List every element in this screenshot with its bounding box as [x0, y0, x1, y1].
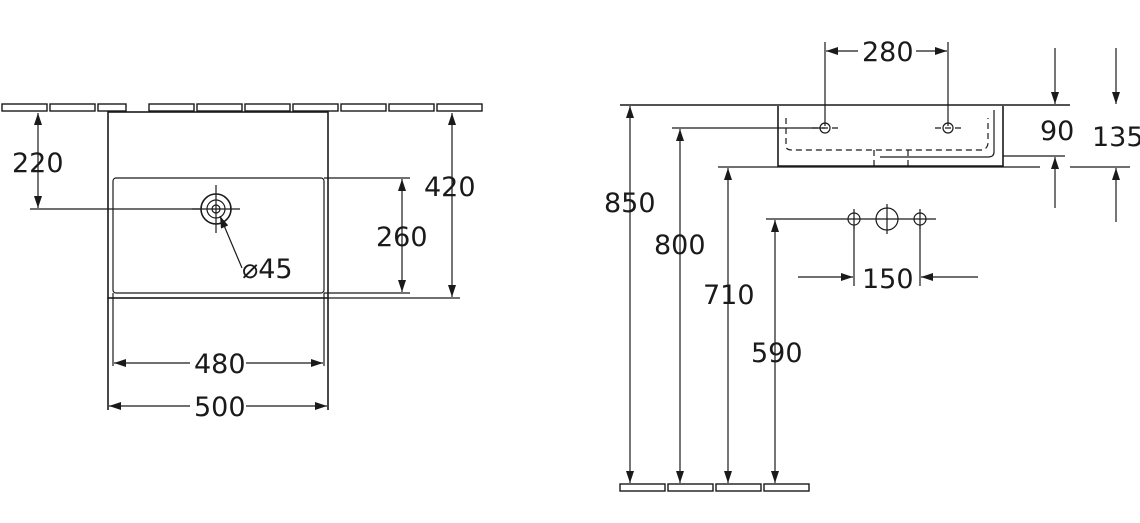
- wall-tiles-top: [1, 103, 483, 112]
- dim-800-label: 800: [654, 230, 706, 261]
- top-view: 220 420 260 ⌀45 480: [1, 103, 483, 423]
- basin-outline-top: [107, 111, 329, 410]
- dim-420-label: 420: [424, 172, 476, 203]
- dimension-480: 480: [114, 349, 323, 380]
- dimension-90: 90: [1003, 48, 1074, 208]
- dimension-280: 280: [824, 37, 949, 126]
- basin-profile-side: [620, 104, 1070, 167]
- dim-590-label: 590: [751, 338, 803, 369]
- dim-135-label: 135: [1092, 122, 1140, 153]
- floor-tiles: [619, 483, 810, 492]
- dimension-135: 135: [1070, 48, 1140, 222]
- dim-diameter-label: ⌀45: [242, 254, 293, 285]
- dimension-diameter: ⌀45: [219, 215, 293, 285]
- dim-90-label: 90: [1040, 116, 1074, 147]
- dimension-800: 800: [654, 127, 825, 483]
- dim-150-label: 150: [862, 264, 914, 295]
- dim-710-label: 710: [703, 280, 755, 311]
- dimension-500: 500: [109, 392, 327, 423]
- dimension-850: 850: [604, 106, 656, 483]
- dim-280-label: 280: [862, 37, 914, 68]
- dimension-220: 220: [12, 113, 200, 210]
- dimension-260: 260: [324, 177, 428, 294]
- dim-500-label: 500: [194, 392, 246, 423]
- supply-connections: [766, 204, 936, 234]
- dimension-150: 150: [798, 226, 978, 295]
- dimension-420: 420: [328, 113, 476, 299]
- dim-850-label: 850: [604, 188, 656, 219]
- side-view: 280 90 135 850 800: [604, 37, 1140, 492]
- dimension-590: 590: [751, 220, 803, 483]
- dim-260-label: 260: [376, 222, 428, 253]
- dim-480-label: 480: [194, 349, 246, 380]
- dimension-710: 710: [703, 166, 1040, 483]
- dim-220-label: 220: [12, 148, 64, 179]
